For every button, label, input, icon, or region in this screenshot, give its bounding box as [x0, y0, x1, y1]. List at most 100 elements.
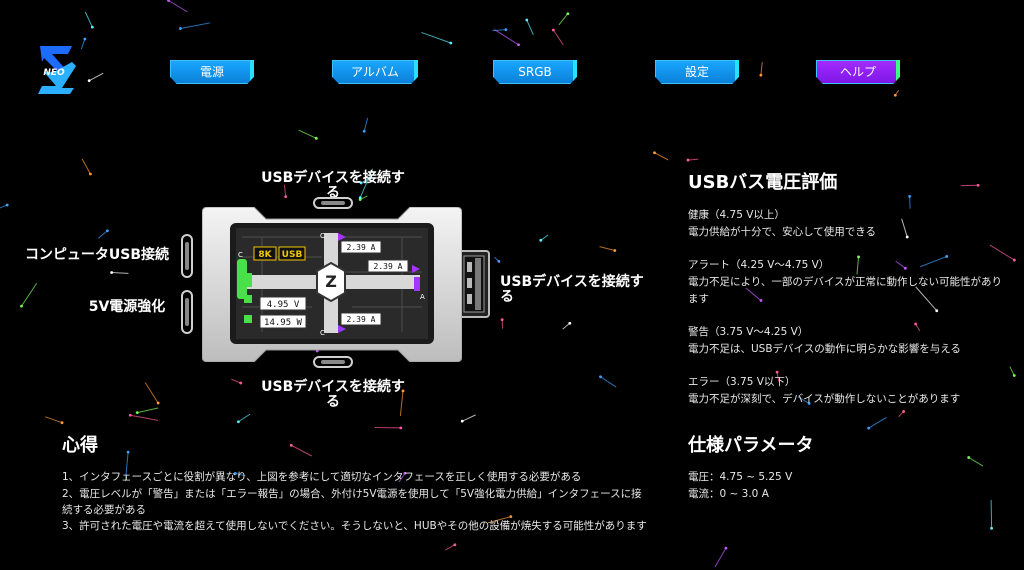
eval-alert-head: アラート（4.25 V〜4.75 V） [688, 259, 830, 271]
star-dot [289, 443, 293, 447]
star-dot [449, 41, 453, 45]
star-dot [105, 229, 109, 233]
star-streak [398, 472, 406, 483]
caption-top-port: USBデバイスを接続する [261, 170, 405, 201]
tab-power[interactable]: 電源 [170, 60, 254, 84]
star-dot [807, 402, 811, 405]
usb-c-port-top [313, 197, 353, 209]
star-streak [180, 22, 211, 30]
star-streak [111, 271, 129, 274]
star-dot [967, 456, 971, 459]
star-dot [976, 183, 980, 187]
star-streak [895, 260, 906, 269]
tab-help[interactable]: ヘルプ [816, 60, 900, 84]
star-streak [0, 204, 8, 209]
star-streak [359, 168, 374, 198]
tab-label: アルバム [351, 65, 399, 79]
star-dot [460, 419, 464, 423]
star-dot [399, 426, 403, 430]
star-streak [130, 414, 159, 421]
eval-alert-desc: 電力不足により、一部のデバイスが正常に動作しない可能性があります [688, 276, 1003, 305]
star-streak [235, 472, 246, 477]
star-streak [760, 62, 763, 76]
eval-warning-desc: 電力不足は、USBデバイスの動作に明らかな影響を与える [688, 343, 961, 355]
tip-line-3: 続する必要がある [62, 504, 146, 516]
spec-voltage: 電圧：4.75 ~ 5.25 V [688, 471, 793, 483]
star-dot [237, 420, 240, 424]
star-dot [403, 471, 407, 475]
specs-title: 仕様パラメータ [688, 435, 814, 456]
star-streak [989, 244, 1015, 261]
star-dot [167, 0, 170, 2]
usb-c-port-bottom [313, 356, 353, 368]
svg-text:NEO: NEO [43, 68, 65, 78]
star-streak [797, 396, 810, 404]
tab-album[interactable]: アルバム [332, 60, 418, 84]
hub-device-diagram: Z 8K USB 2.39 A 2.39 A 4.95 V 14.95 W 2.… [202, 207, 462, 362]
star-dot [908, 194, 912, 198]
reading-power: 14.95 W [264, 318, 303, 328]
usb-c-port-left-upper [181, 234, 193, 278]
star-dot [504, 28, 508, 32]
caption-computer-usb: コンピュータUSB接続 [24, 247, 170, 263]
star-dot [551, 28, 555, 32]
tab-settings[interactable]: 設定 [655, 60, 739, 84]
star-dot [497, 259, 501, 263]
svg-text:Z: Z [325, 272, 337, 291]
star-streak [920, 255, 947, 268]
star-streak [745, 287, 762, 301]
star-dot [5, 203, 9, 207]
port-label-c-left: C [238, 251, 243, 259]
star-dot [1012, 374, 1016, 377]
star-streak [88, 72, 104, 82]
star-streak [445, 544, 456, 551]
star-dot [126, 450, 130, 454]
usb-a-port-right [458, 250, 490, 318]
star-dot [453, 543, 457, 547]
star-dot [233, 472, 237, 475]
badge-usb: USB [282, 250, 303, 260]
tip-line-1: 1、インタフェースごとに役割が異なり、上図を参考にして適切なインタフェースを正し… [62, 471, 582, 483]
star-streak [599, 246, 615, 252]
star-streak [298, 129, 317, 139]
star-dot [500, 318, 504, 322]
star-dot [60, 421, 64, 425]
port-label-c-bottom: C [320, 329, 325, 337]
star-dot [358, 196, 362, 200]
star-dot [87, 79, 91, 83]
star-dot [88, 172, 92, 176]
star-dot [893, 93, 897, 97]
star-streak [968, 457, 984, 467]
usb-c-port-left-lower [181, 290, 193, 334]
star-streak [526, 19, 534, 35]
star-dot [509, 515, 513, 519]
tip-line-4: 3、許可された電圧や電流を超えて使用しないでください。そうしないと、HUBやその… [62, 520, 647, 532]
star-dot [935, 309, 939, 313]
eval-warning-head: 警告（3.75 V〜4.25 V） [688, 326, 809, 338]
port-label-a-right: A [420, 293, 425, 301]
star-dot [525, 18, 529, 22]
caption-bottom-port: USBデバイスを接続する [261, 379, 405, 410]
star-dot [156, 401, 160, 405]
star-dot [568, 321, 572, 325]
tab-srgb[interactable]: SRGB [493, 60, 577, 84]
eval-error-desc: 電力不足が深刻で、デバイスが動作しないことがあります [688, 393, 961, 405]
caption-right-port: USBデバイスを接続する [500, 274, 644, 305]
star-streak [80, 38, 86, 50]
star-streak [137, 407, 159, 414]
star-streak [97, 230, 108, 239]
star-streak [487, 516, 511, 524]
star-dot [613, 249, 617, 252]
star-dot [135, 411, 139, 415]
star-dot [759, 73, 763, 77]
star-dot [401, 389, 405, 393]
eval-error-head: エラー（3.75 V以下） [688, 376, 796, 388]
star-dot [903, 266, 907, 270]
badge-8k: 8K [258, 250, 272, 260]
star-dot [1012, 258, 1016, 262]
caption-5v-boost: 5V電源強化 [88, 299, 166, 315]
star-dot [759, 299, 763, 302]
tab-label: 電源 [199, 65, 224, 79]
star-streak [493, 28, 519, 46]
star-streak [540, 234, 549, 241]
